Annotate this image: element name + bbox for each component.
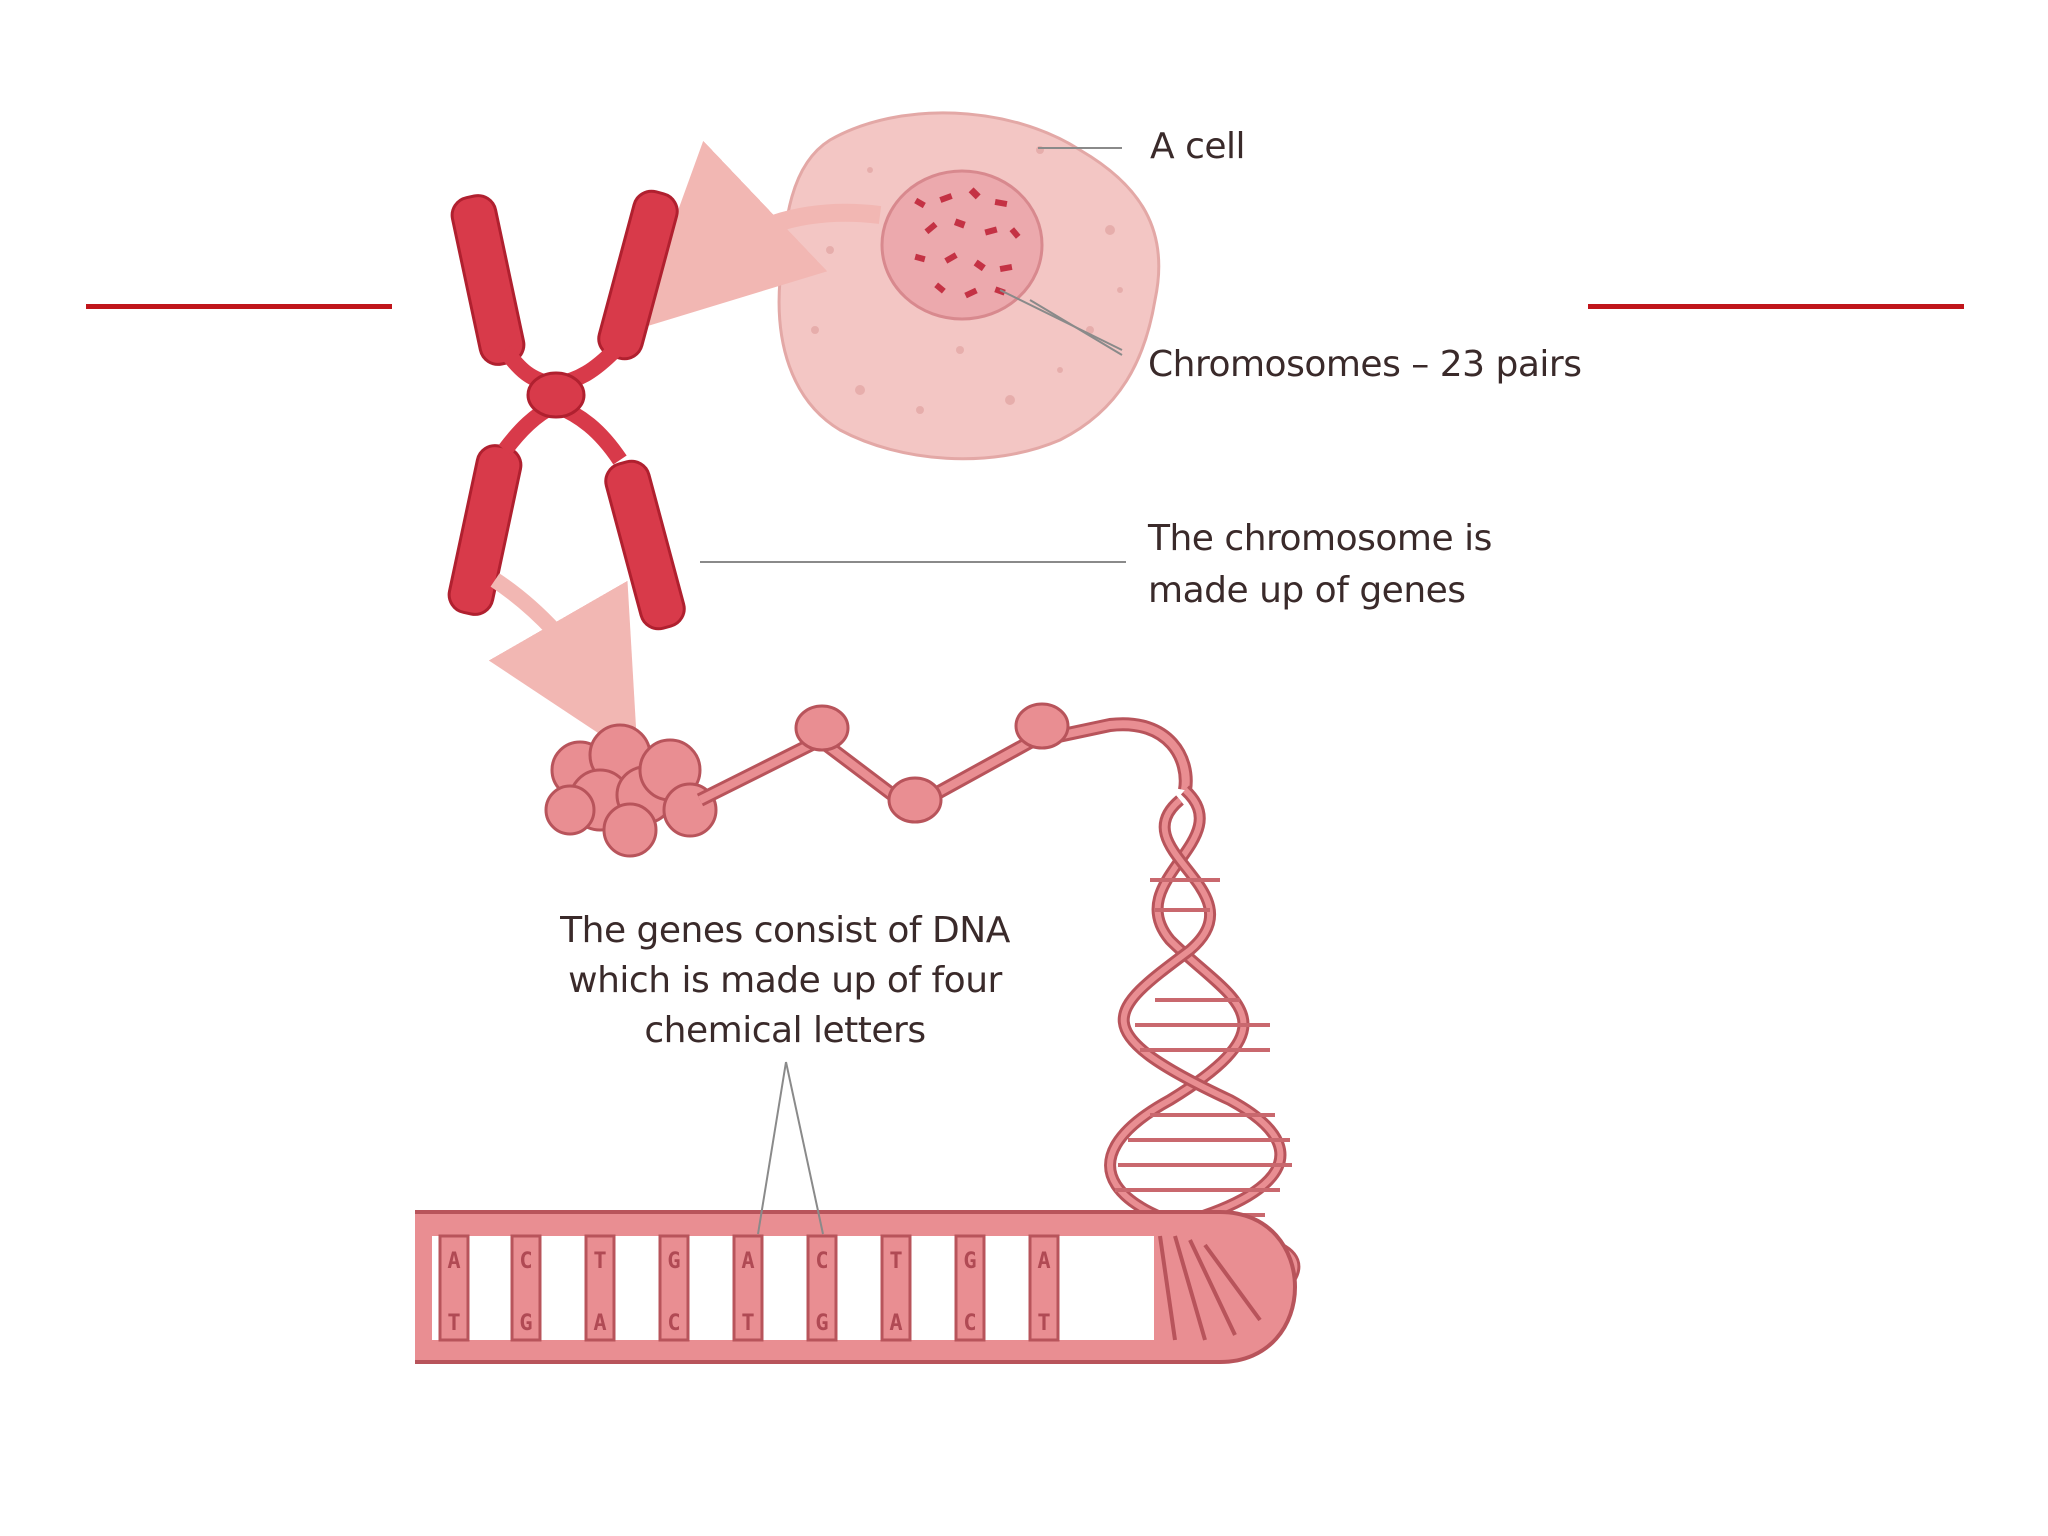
dna-base-top: C: [519, 1249, 532, 1274]
dna-base-top: A: [447, 1249, 460, 1274]
dna-base-bottom: G: [519, 1311, 532, 1336]
dna-base-top: T: [889, 1249, 902, 1274]
dna-base-top: G: [963, 1249, 976, 1274]
chromosome-illustration: [447, 189, 686, 631]
leader-lines: [700, 147, 1126, 1235]
curved-arrow-icon: [634, 140, 882, 330]
dna-base-bottom: A: [593, 1311, 606, 1336]
nucleus: [880, 169, 1044, 321]
dna-base-top: A: [1037, 1249, 1050, 1274]
dna-base-top: T: [593, 1249, 606, 1274]
label-chromosome-genes-line2: made up of genes: [1148, 570, 1466, 611]
dna-base-bottom: G: [815, 1311, 828, 1336]
dna-base-bottom: T: [447, 1311, 460, 1336]
dna-base-bottom: C: [667, 1311, 680, 1336]
curved-arrow-icon: [488, 573, 638, 760]
label-chromosomes: Chromosomes – 23 pairs: [1148, 344, 1582, 385]
dna-base-bottom: C: [963, 1311, 976, 1336]
dna-helix-illustration: A C T G A C T G A T G A C T G A C T: [415, 785, 1301, 1364]
label-dna-line2: which is made up of four: [568, 960, 1002, 1001]
title-rule-left: [86, 304, 392, 309]
dna-base-bottom: A: [889, 1311, 902, 1336]
label-cell: A cell: [1150, 126, 1246, 167]
title-rule-right: [1588, 304, 1964, 309]
nucleosome-chain-illustration: [544, 702, 1193, 858]
dna-base-top: G: [667, 1249, 680, 1274]
dna-base-bottom: T: [741, 1311, 754, 1336]
dna-base-top: A: [741, 1249, 754, 1274]
label-chromosome-genes-line1: The chromosome is: [1148, 518, 1492, 559]
label-dna-line3: chemical letters: [644, 1010, 926, 1051]
dna-base-top: C: [815, 1249, 828, 1274]
cell-illustration: [777, 111, 1161, 461]
dna-base-bottom: T: [1037, 1311, 1050, 1336]
label-dna-line1: The genes consist of DNA: [560, 910, 1010, 951]
